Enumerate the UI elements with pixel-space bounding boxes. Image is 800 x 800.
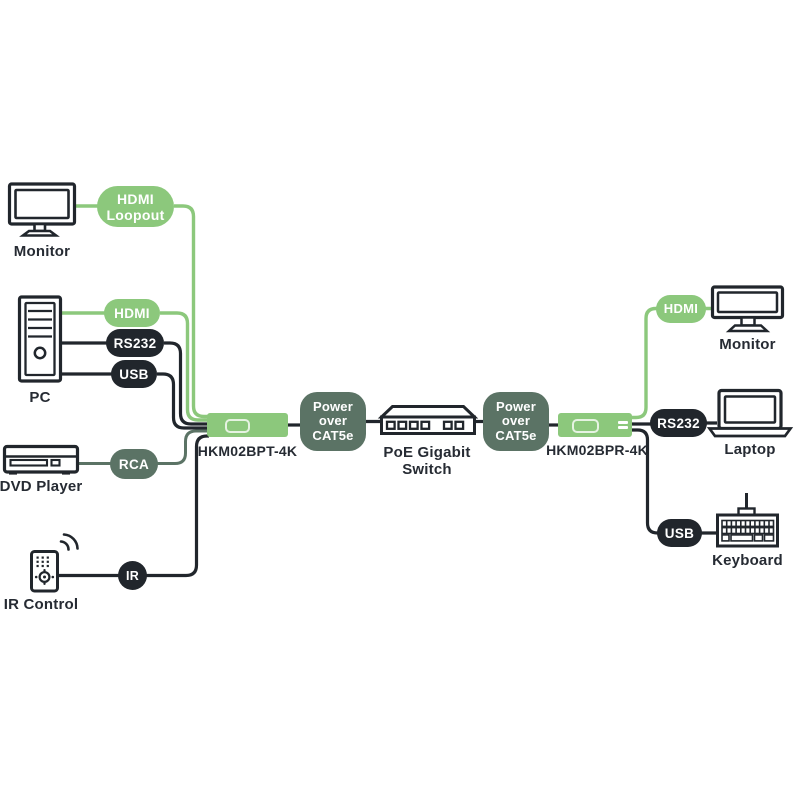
switch-label: PoE Gigabit Switch [372,444,482,478]
receiver-label: HKM02BPR-4K [546,442,648,458]
laptop-label: Laptop [724,441,776,458]
cable-ir [59,434,209,578]
cable-hdmi-right [631,306,714,420]
power-over-cat5e-box-left: Power over CAT5e [300,392,366,451]
transmitter-label: HKM02BPT-4K [197,443,298,459]
monitor-left-icon [7,182,77,237]
dvd-player-icon [2,444,80,475]
laptop-icon [706,388,794,438]
switch-icon [377,405,479,435]
cable-hdmi-loopout [76,204,209,419]
hdmi-loopout-line2: Loopout [106,206,165,223]
cable-usb-right [631,428,718,535]
monitor-left-label: Monitor [13,243,71,260]
transmitter-port-outline [225,419,250,433]
poc-line3: CAT5e [495,427,537,443]
monitor-right-icon [710,285,785,333]
cable-hdmi-left [62,311,209,422]
ir-control-label: IR Control [3,596,79,613]
receiver-port-outline [572,419,599,433]
poc-line2: over [501,413,531,429]
power-over-cat5e-box-right: Power over CAT5e [483,392,549,451]
switch-label-line1: PoE Gigabit [383,444,471,461]
cable-usb-left [62,372,209,430]
rs232-left-pill: RS232 [106,329,164,357]
usb-right-pill: USB [657,519,702,547]
hdmi-left-pill: HDMI [104,299,160,327]
connection-lines [59,204,718,578]
keyboard-icon [716,493,779,548]
poc-line3: CAT5e [312,427,354,443]
pc-icon [17,295,63,383]
poc-line1: Power [312,398,353,414]
cable-rs232-right [631,421,717,426]
cable-rs232-left [62,341,209,426]
ir-pill: IR [118,561,147,590]
cable-rca [79,429,209,465]
switch-label-line2: Switch [402,461,452,478]
usb-left-pill: USB [111,360,157,388]
poc-line1: Power [495,398,536,414]
receiver-unit [558,413,632,437]
hdmi-loopout-line1: HDMI [117,190,154,207]
poc-line2: over [318,413,348,429]
receiver-equals-icon [618,420,628,424]
ir-waves-icon [59,533,79,551]
rs232-right-pill: RS232 [650,409,707,437]
dvd-player-label: DVD Player [0,478,83,495]
hdmi-right-pill: HDMI [656,294,706,323]
transmitter-unit [207,413,288,437]
receiver-equals-icon [618,426,628,429]
hdmi-loopout-pill: HDMI Loopout [97,186,174,227]
keyboard-label: Keyboard [712,552,783,569]
monitor-right-label: Monitor [719,336,776,353]
pc-label: PC [29,389,51,406]
ir-remote-icon [30,533,79,593]
rca-pill: RCA [110,449,158,479]
